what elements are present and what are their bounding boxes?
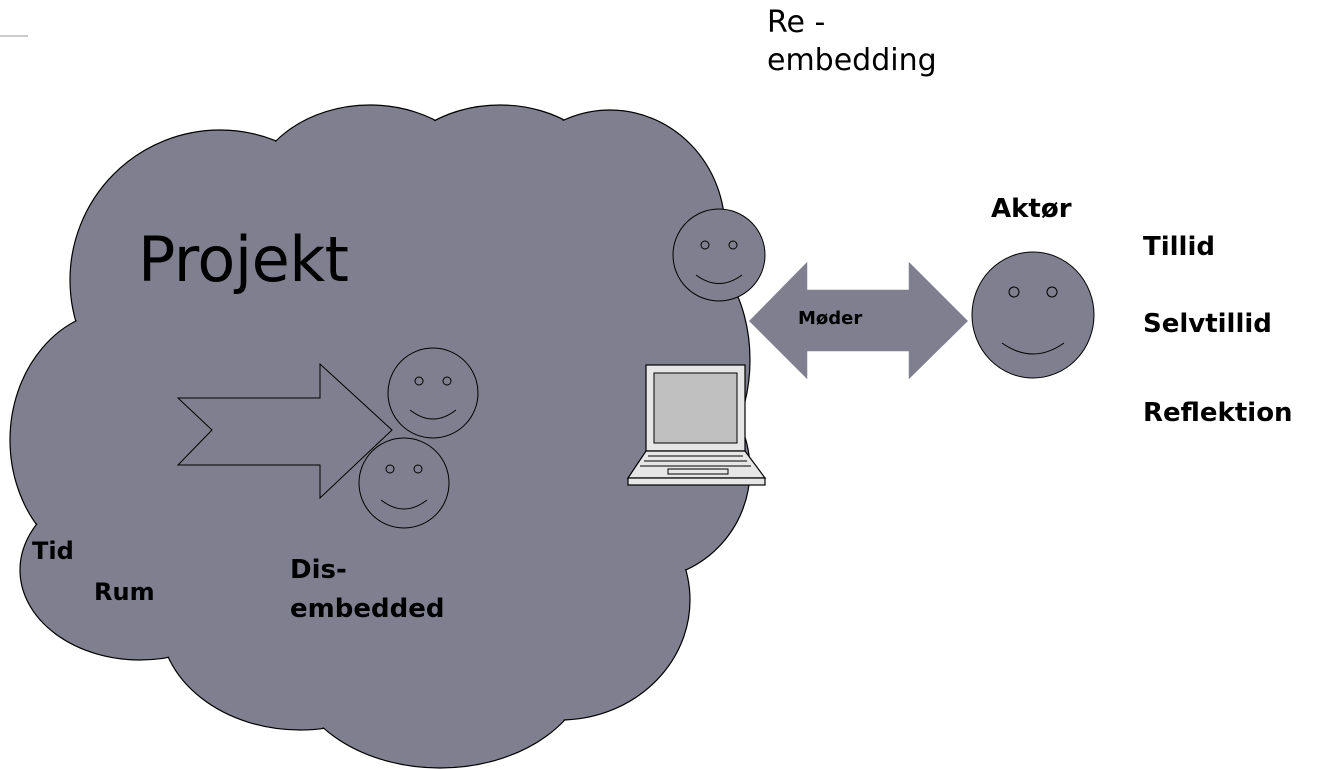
projekt-cloud — [9, 104, 751, 769]
reflektion-label: Reflektion — [1143, 398, 1293, 428]
tid-label: Tid — [32, 537, 74, 565]
disembedded-line-2: embedded — [290, 594, 445, 624]
flow-arrow — [176, 362, 393, 500]
reembedding-line-2: embedding — [767, 42, 937, 78]
rum-label: Rum — [94, 578, 155, 606]
disembedded-label: Dis- embedded — [290, 551, 444, 629]
moder-label: Møder — [798, 308, 863, 329]
meeting-arrow — [746, 258, 971, 383]
reembedding-line-1: Re - — [767, 5, 826, 40]
projekt-title: Projekt — [138, 223, 349, 296]
aktor-label: Aktør — [991, 194, 1072, 224]
disembedded-line-1: Dis- — [290, 555, 347, 585]
selvtillid-label: Selvtillid — [1143, 309, 1272, 339]
actor-face-icon — [971, 251, 1095, 379]
smiley-face-icon — [387, 347, 479, 439]
smiley-face-icon — [672, 208, 766, 302]
smiley-face-icon — [358, 437, 450, 529]
laptop-icon — [626, 364, 767, 486]
reembedding-label: Re - embedding — [767, 4, 937, 79]
tillid-label: Tillid — [1143, 232, 1215, 262]
